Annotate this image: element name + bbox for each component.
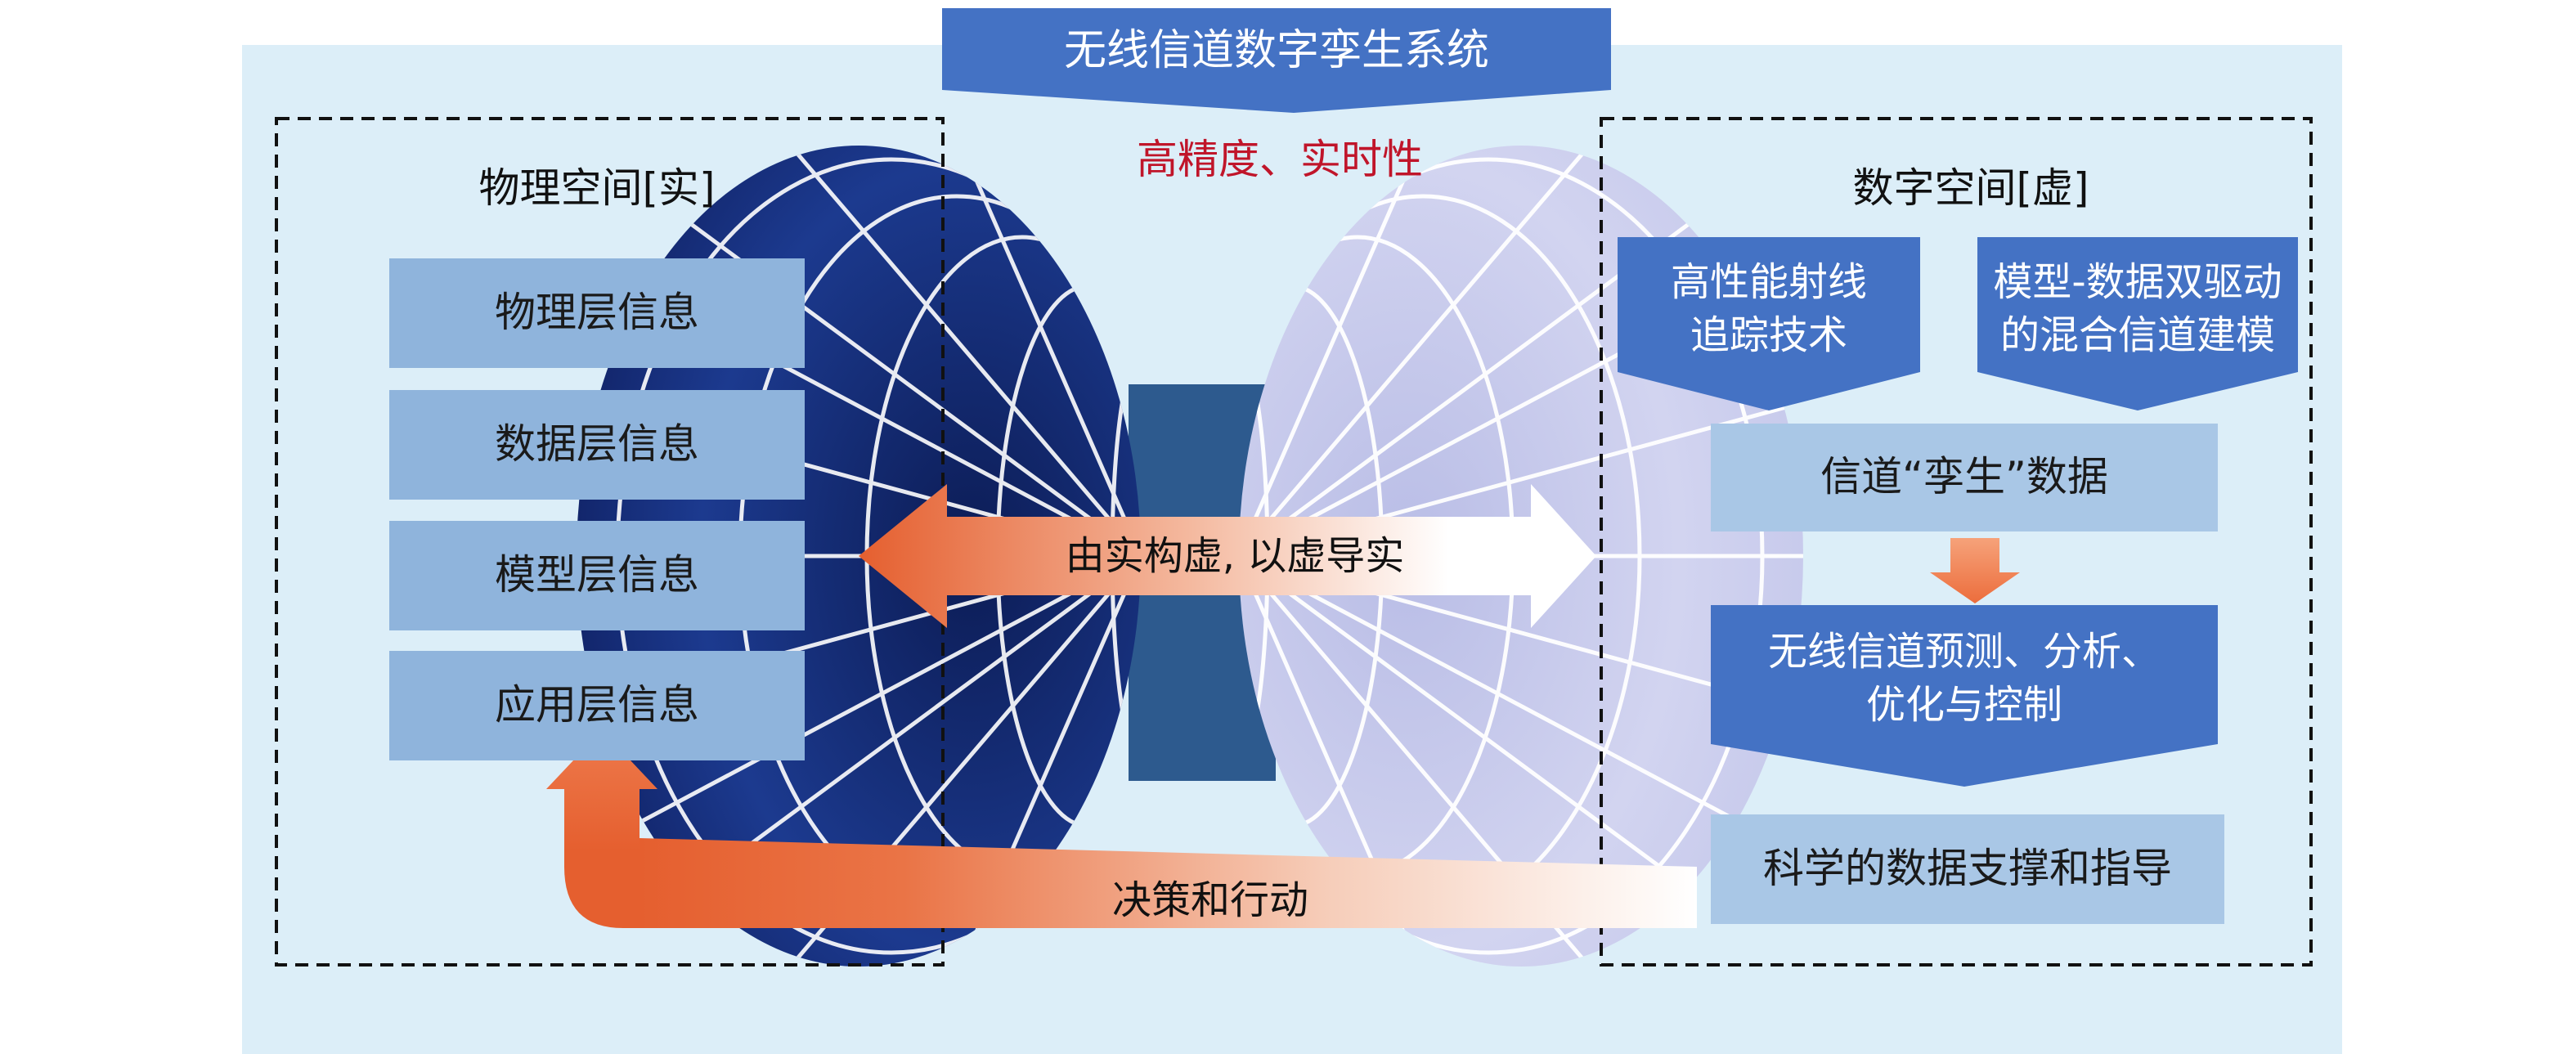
layer-model: 模型层信息 [389,521,805,630]
layer-application: 应用层信息 [389,651,805,760]
layer-data: 数据层信息 [389,390,805,500]
middle-arrow-label: 由实构虚, 以虚导实 [1065,532,1405,579]
ray-tracing-box: 高性能射线 追踪技术 [1670,259,1867,358]
prediction-box: 无线信道预测、分析、 优化与控制 [1767,629,2161,728]
hybrid-modeling-box: 模型-数据双驱动 的混合信道建模 [1993,259,2282,358]
physical-space-label: 物理空间[实] [478,164,716,213]
twin-data-box: 信道“孪生”数据 [1711,424,2218,531]
digital-space-label: 数字空间[虚] [1852,164,2089,213]
layer-physical: 物理层信息 [389,258,805,368]
system-subtitle: 高精度、实时性 [1137,136,1423,184]
bottom-arrow-label: 决策和行动 [1111,877,1308,923]
data-support-box: 科学的数据支撑和指导 [1711,814,2224,924]
system-title: 无线信道数字孪生系统 [1063,25,1489,75]
